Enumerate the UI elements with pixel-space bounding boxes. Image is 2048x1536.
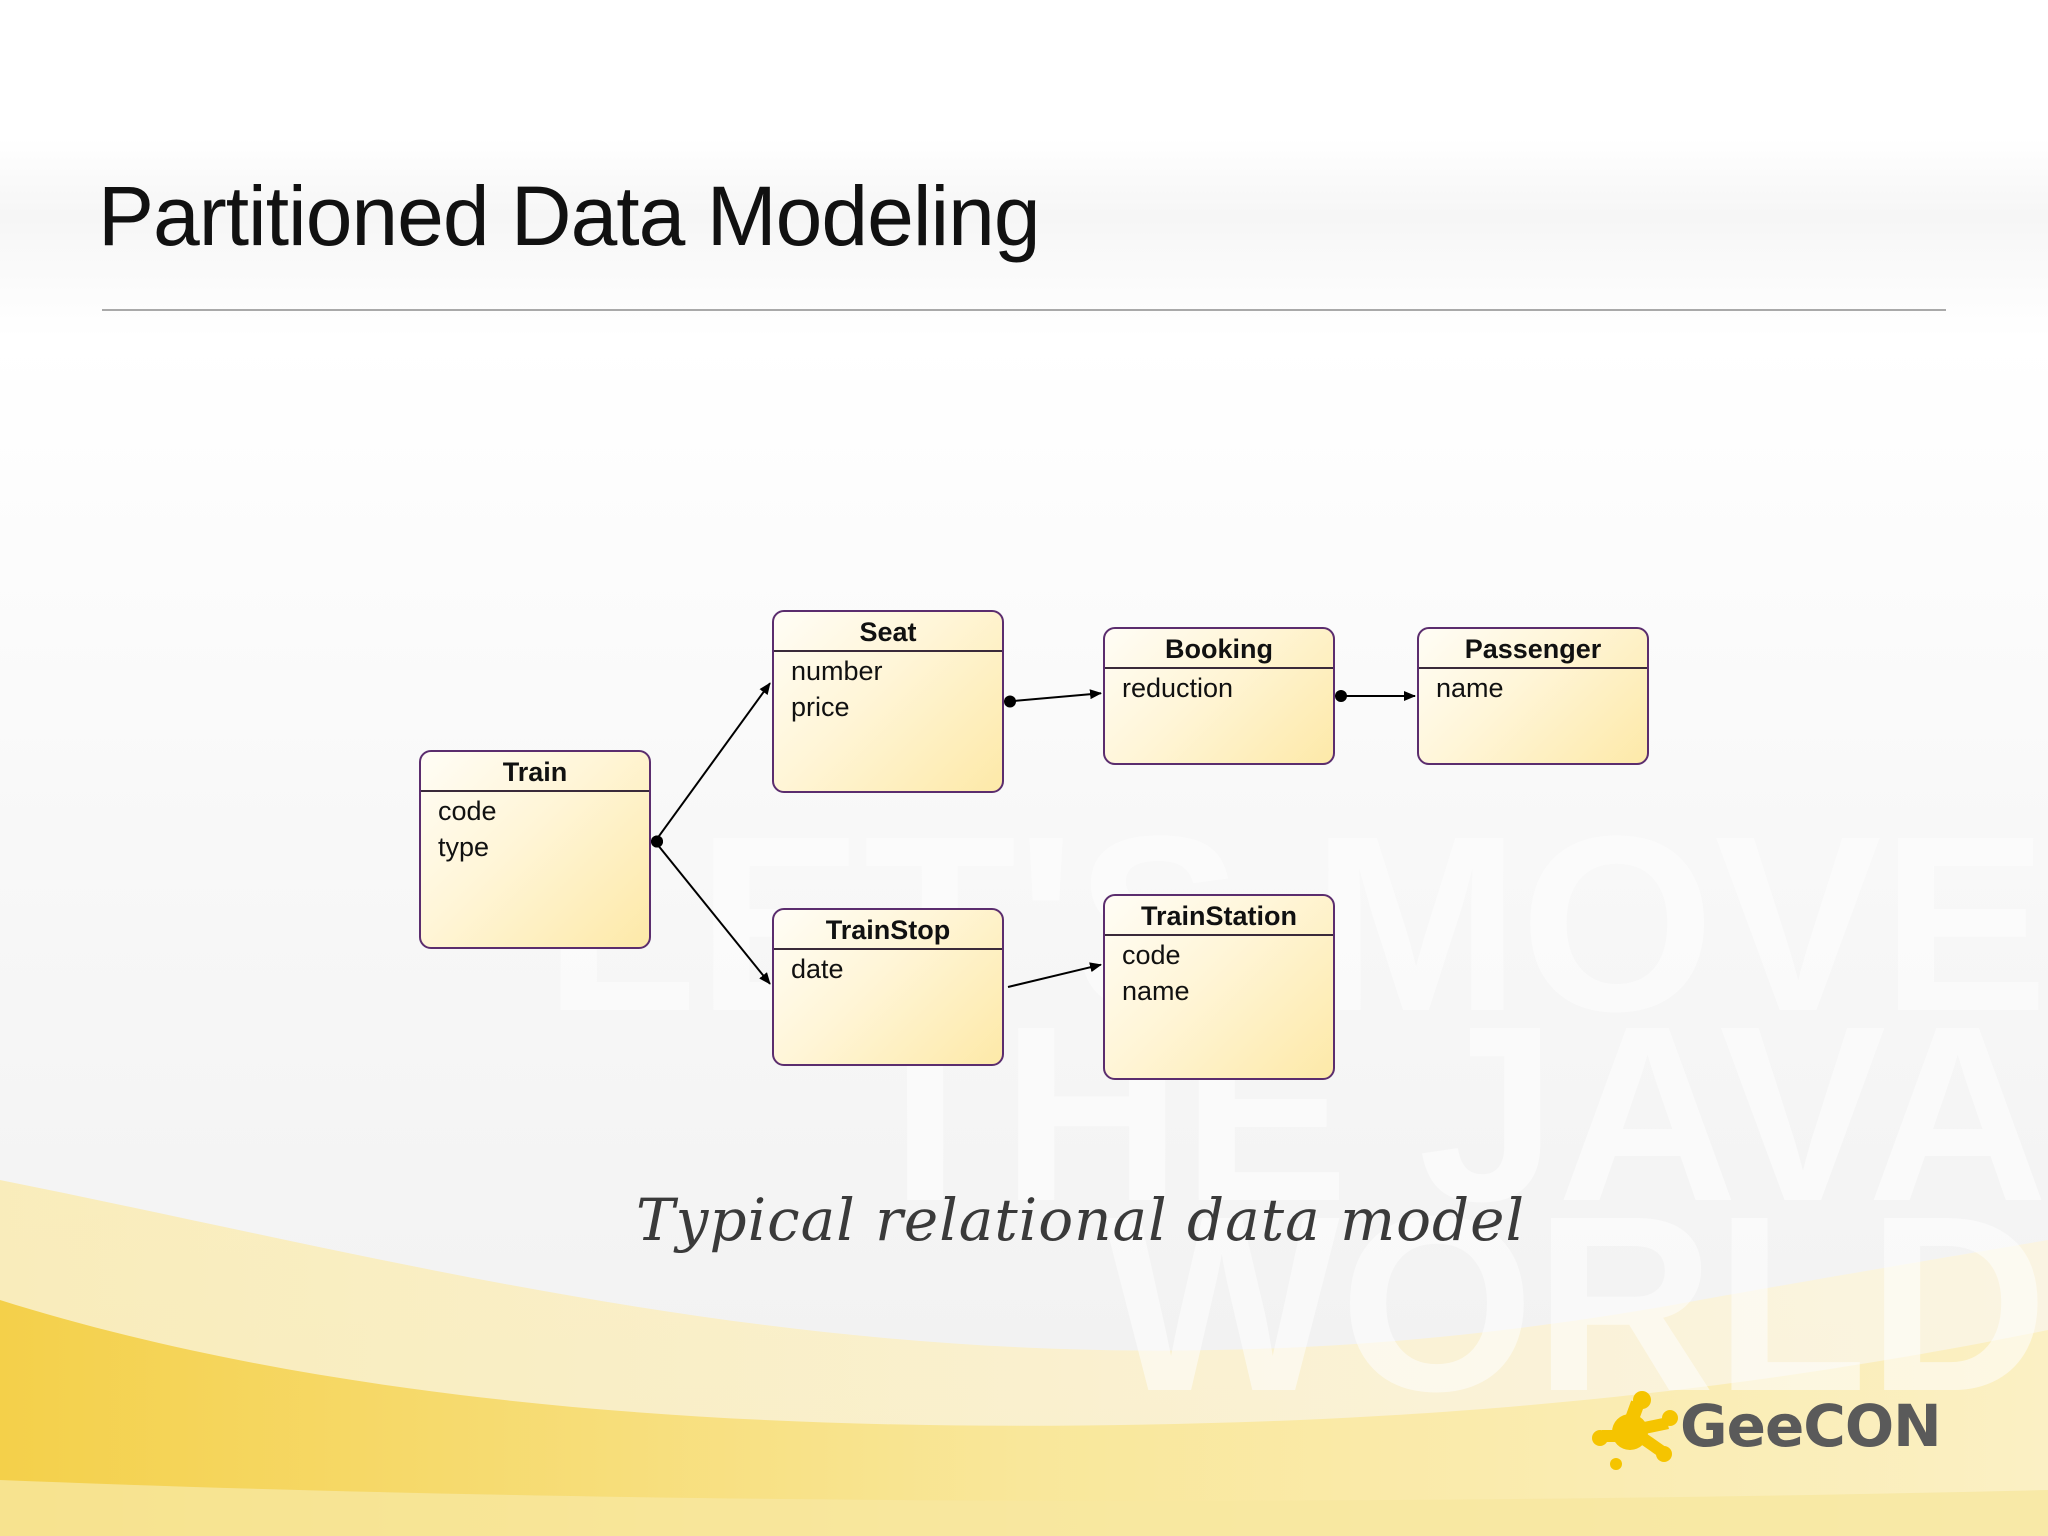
relation-origin-dot (1004, 695, 1016, 708)
entity-passenger: Passenger name (1417, 627, 1649, 765)
relation-line-trainstop-trainstation (1007, 962, 1102, 988)
relation-line-train-seat (654, 682, 771, 843)
entity-attribute: code (438, 796, 497, 826)
relation-line-train-trainstop (654, 840, 771, 985)
slide-title: Partitioned Data Modeling (98, 169, 1041, 263)
entity-name: Train (421, 752, 649, 792)
relation-origin-dot (1335, 690, 1347, 702)
relation-origin-dot (651, 835, 663, 848)
entity-train: Train code type (419, 750, 651, 949)
diagram-caption: Typical relational data model (636, 1186, 1526, 1254)
entity-booking: Booking reduction (1103, 627, 1335, 765)
entity-attribute: code (1122, 940, 1181, 970)
entity-attribute: name (1122, 976, 1190, 1006)
entity-name: TrainStop (774, 910, 1002, 950)
watermark-line: THE JAVA (849, 974, 2048, 1253)
entity-name: Passenger (1419, 629, 1647, 669)
entity-name: Booking (1105, 629, 1333, 669)
entity-attribute: price (791, 692, 850, 722)
background-wave-bottom (0, 1480, 2048, 1536)
entity-name: Seat (774, 612, 1002, 652)
entity-attribute: number (791, 656, 883, 686)
title-divider (102, 309, 1946, 311)
entity-seat: Seat number price (772, 610, 1004, 793)
entity-trainstop: TrainStop date (772, 908, 1004, 1066)
entity-attribute: reduction (1122, 673, 1234, 703)
entity-name: TrainStation (1105, 896, 1333, 936)
watermark-line: WORLD (1104, 1164, 2048, 1443)
background-wave-strong (0, 1300, 2048, 1536)
entity-attribute: date (791, 954, 844, 984)
entity-trainstation: TrainStation code name (1103, 894, 1335, 1080)
entity-attribute: name (1436, 673, 1504, 703)
geecon-logo-text: GeeCON (1680, 1392, 1942, 1460)
relation-line-seat-booking (1007, 689, 1102, 703)
geecon-mascot-icon (1592, 1391, 1678, 1470)
entity-attribute: type (438, 832, 490, 862)
